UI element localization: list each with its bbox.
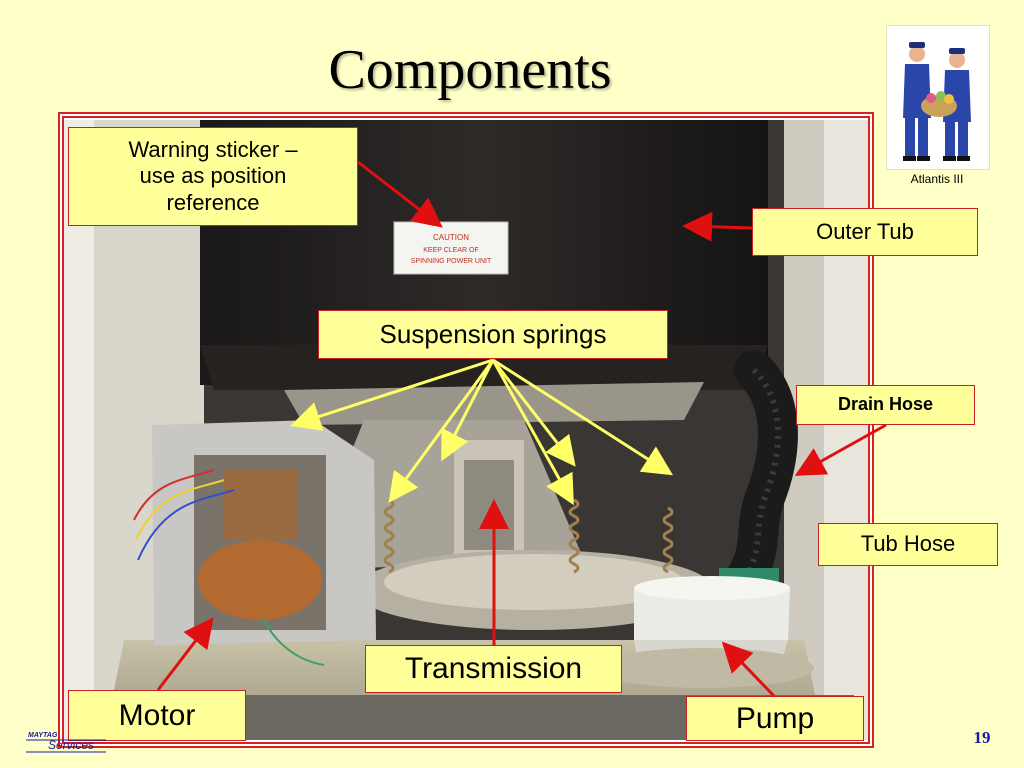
callout-outer-tub: Outer Tub: [752, 208, 978, 256]
page-number: 19: [973, 728, 991, 747]
callout-motor: Motor: [68, 690, 246, 741]
yellow-spring-arrows: [290, 358, 674, 506]
warning-sticker: CAUTION KEEP CLEAR OF SPINNING POWER UNI…: [393, 221, 509, 275]
callout-warning-sticker: Warning sticker – use as position refere…: [68, 127, 358, 226]
svg-text:KEEP CLEAR OF: KEEP CLEAR OF: [423, 247, 479, 254]
slide-title: Components: [328, 39, 612, 101]
callout-transmission: Transmission: [365, 645, 622, 693]
mascot-caption: Atlantis III: [910, 172, 964, 186]
svg-text:Services: Services: [48, 738, 94, 752]
red-arrows: [156, 160, 887, 698]
callout-tub-hose: Tub Hose: [818, 523, 998, 566]
callout-pump: Pump: [686, 696, 864, 741]
callout-drain-hose: Drain Hose: [796, 385, 975, 425]
callout-suspension-springs: Suspension springs: [318, 310, 668, 359]
maytag-services-logo: MAYTAG Services: [18, 727, 118, 755]
svg-text:CAUTION: CAUTION: [433, 233, 469, 242]
svg-text:SPINNING POWER UNIT: SPINNING POWER UNIT: [411, 258, 492, 265]
svg-text:MAYTAG: MAYTAG: [28, 732, 58, 739]
maytag-repairmen-image: [886, 25, 990, 170]
